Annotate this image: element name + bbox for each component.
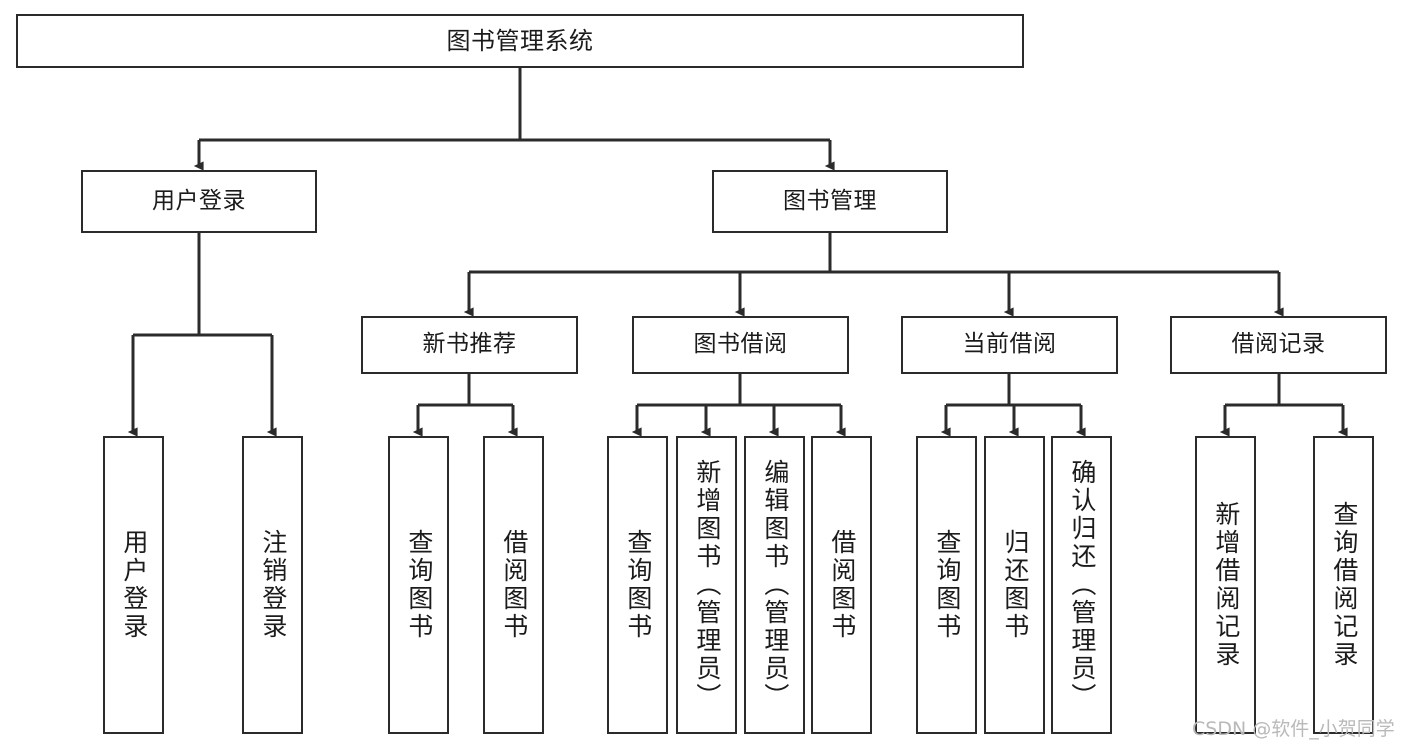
node-leaf-query-book-3[interactable]: 查询图书 (916, 436, 977, 734)
node-leaf-confirm-return[interactable]: 确认归还（管理员） (1051, 436, 1112, 734)
node-leaf-return-book[interactable]: 归还图书 (984, 436, 1045, 734)
node-leaf-add-book[interactable]: 新增图书（管理员） (676, 436, 737, 734)
node-leaf-add-book-label: 新增图书（管理员） (692, 459, 722, 711)
node-user-login[interactable]: 用户登录 (81, 170, 317, 233)
node-leaf-edit-book[interactable]: 编辑图书（管理员） (744, 436, 805, 734)
node-book-borrow-label: 图书借阅 (693, 331, 788, 358)
node-leaf-add-record[interactable]: 新增借阅记录 (1195, 436, 1256, 734)
node-current-borrow-label: 当前借阅 (962, 331, 1057, 358)
node-leaf-confirm-return-label: 确认归还（管理员） (1067, 459, 1097, 711)
node-leaf-edit-book-label: 编辑图书（管理员） (760, 459, 790, 711)
node-current-borrow[interactable]: 当前借阅 (901, 316, 1118, 374)
node-leaf-query-book-2[interactable]: 查询图书 (607, 436, 668, 734)
node-new-book-recommend-label: 新书推荐 (422, 331, 517, 358)
node-book-management-label: 图书管理 (783, 187, 877, 214)
node-leaf-query-record-label: 查询借阅记录 (1329, 501, 1359, 669)
node-leaf-add-record-label: 新增借阅记录 (1211, 501, 1241, 669)
node-leaf-query-record[interactable]: 查询借阅记录 (1313, 436, 1374, 734)
node-leaf-borrow-book-2[interactable]: 借阅图书 (811, 436, 872, 734)
node-book-management[interactable]: 图书管理 (712, 170, 948, 233)
node-leaf-user-login[interactable]: 用户登录 (103, 436, 164, 734)
node-borrow-record-label: 借阅记录 (1231, 331, 1326, 358)
node-leaf-borrow-book-1[interactable]: 借阅图书 (483, 436, 544, 734)
node-user-login-label: 用户登录 (152, 187, 246, 214)
node-leaf-query-book-2-label: 查询图书 (623, 529, 653, 641)
node-leaf-return-book-label: 归还图书 (1000, 529, 1030, 641)
node-leaf-borrow-book-2-label: 借阅图书 (827, 529, 857, 641)
node-borrow-record[interactable]: 借阅记录 (1170, 316, 1387, 374)
node-leaf-logout-login[interactable]: 注销登录 (242, 436, 303, 734)
node-root-label: 图书管理系统 (446, 26, 594, 55)
node-leaf-user-login-label: 用户登录 (119, 529, 149, 641)
node-leaf-query-book-1[interactable]: 查询图书 (388, 436, 449, 734)
node-leaf-logout-login-label: 注销登录 (258, 529, 288, 641)
node-leaf-query-book-1-label: 查询图书 (404, 529, 434, 641)
node-leaf-query-book-3-label: 查询图书 (932, 529, 962, 641)
node-book-borrow[interactable]: 图书借阅 (632, 316, 849, 374)
csdn-watermark: CSDN @软件_小贺同学 (1192, 718, 1395, 740)
node-new-book-recommend[interactable]: 新书推荐 (361, 316, 578, 374)
node-root[interactable]: 图书管理系统 (16, 14, 1024, 68)
node-leaf-borrow-book-1-label: 借阅图书 (499, 529, 529, 641)
